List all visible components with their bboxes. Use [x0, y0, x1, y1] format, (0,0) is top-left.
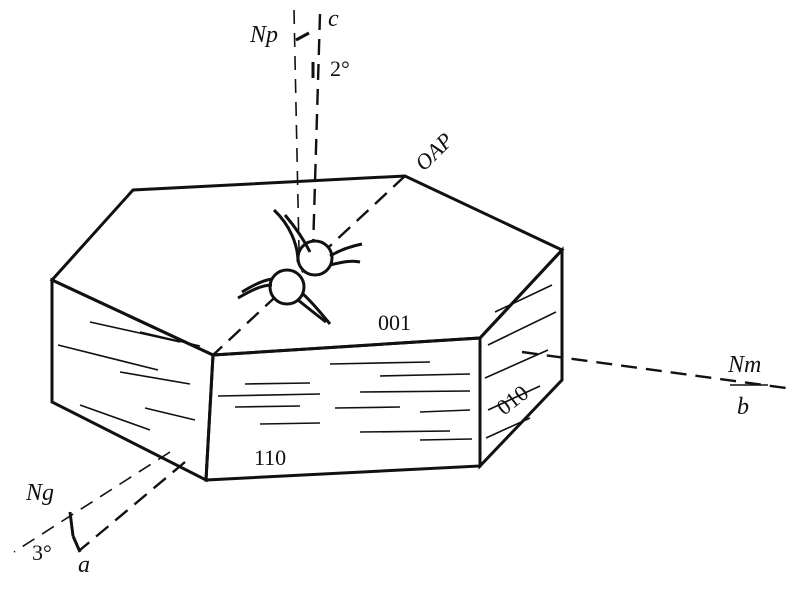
right-face-striations	[484, 284, 557, 439]
optic-axis-marker-lower	[237, 268, 332, 325]
angle-c-marker	[295, 31, 315, 78]
angle-c-label: 2°	[330, 56, 350, 81]
np-axis-line	[293, 9, 300, 251]
nm-axis-line	[521, 350, 787, 390]
angle-a-label: 3°	[32, 540, 52, 565]
nm-label: Nm	[727, 352, 761, 378]
right-face-010	[478, 246, 564, 470]
face-001-label: 001	[378, 310, 411, 335]
face-010-label: 010	[492, 380, 533, 420]
left-face-striations	[57, 321, 201, 431]
c-label: c	[328, 6, 339, 32]
optic-axis-marker-upper	[272, 208, 363, 277]
front-face-striations	[217, 361, 473, 441]
face-110-label: 110	[254, 445, 286, 470]
oap-label: OAP	[410, 128, 458, 176]
ng-label: Ng	[25, 480, 54, 506]
a-label: a	[78, 552, 90, 578]
front-face-110	[204, 336, 482, 482]
np-label: Np	[249, 22, 278, 48]
c-axis-line	[311, 13, 322, 251]
ng-axis-line	[13, 451, 171, 553]
a-axis-line	[79, 461, 186, 551]
b-label: b	[737, 394, 749, 420]
angle-a-marker	[68, 511, 82, 553]
left-face	[50, 277, 215, 483]
